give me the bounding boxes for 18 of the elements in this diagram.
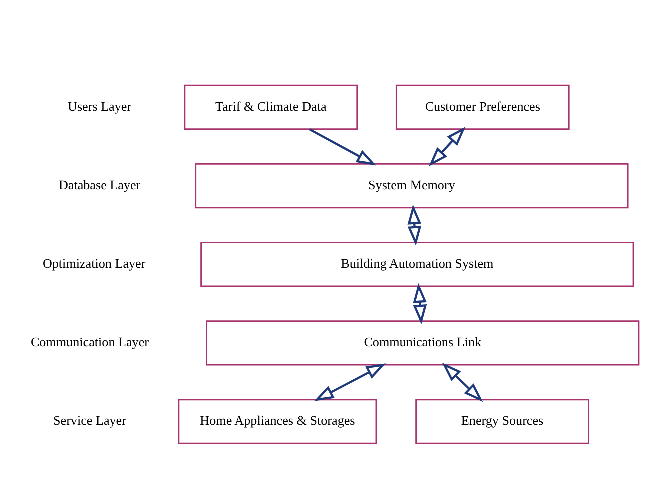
label: Users Layer [68, 98, 132, 114]
arrow [429, 126, 466, 166]
node-box: Building Automation System [200, 242, 634, 287]
node-box: Communications Link [206, 320, 640, 366]
node-box: Tarif & Climate Data [184, 84, 358, 130]
arrow [314, 363, 386, 401]
node-box: System Memory [195, 163, 629, 208]
label: Service Layer [53, 412, 126, 428]
label: Communication Layer [30, 334, 149, 350]
node-box: Energy Sources [416, 398, 590, 444]
arrow [309, 128, 376, 166]
label: Database Layer [58, 176, 141, 192]
arrow [408, 204, 422, 246]
label: Optimization Layer [42, 256, 146, 271]
node-box: Home Appliances & Storages [178, 398, 378, 444]
arrow [442, 362, 484, 402]
node-box: Customer Preferences [396, 84, 570, 130]
arrow [413, 282, 428, 324]
